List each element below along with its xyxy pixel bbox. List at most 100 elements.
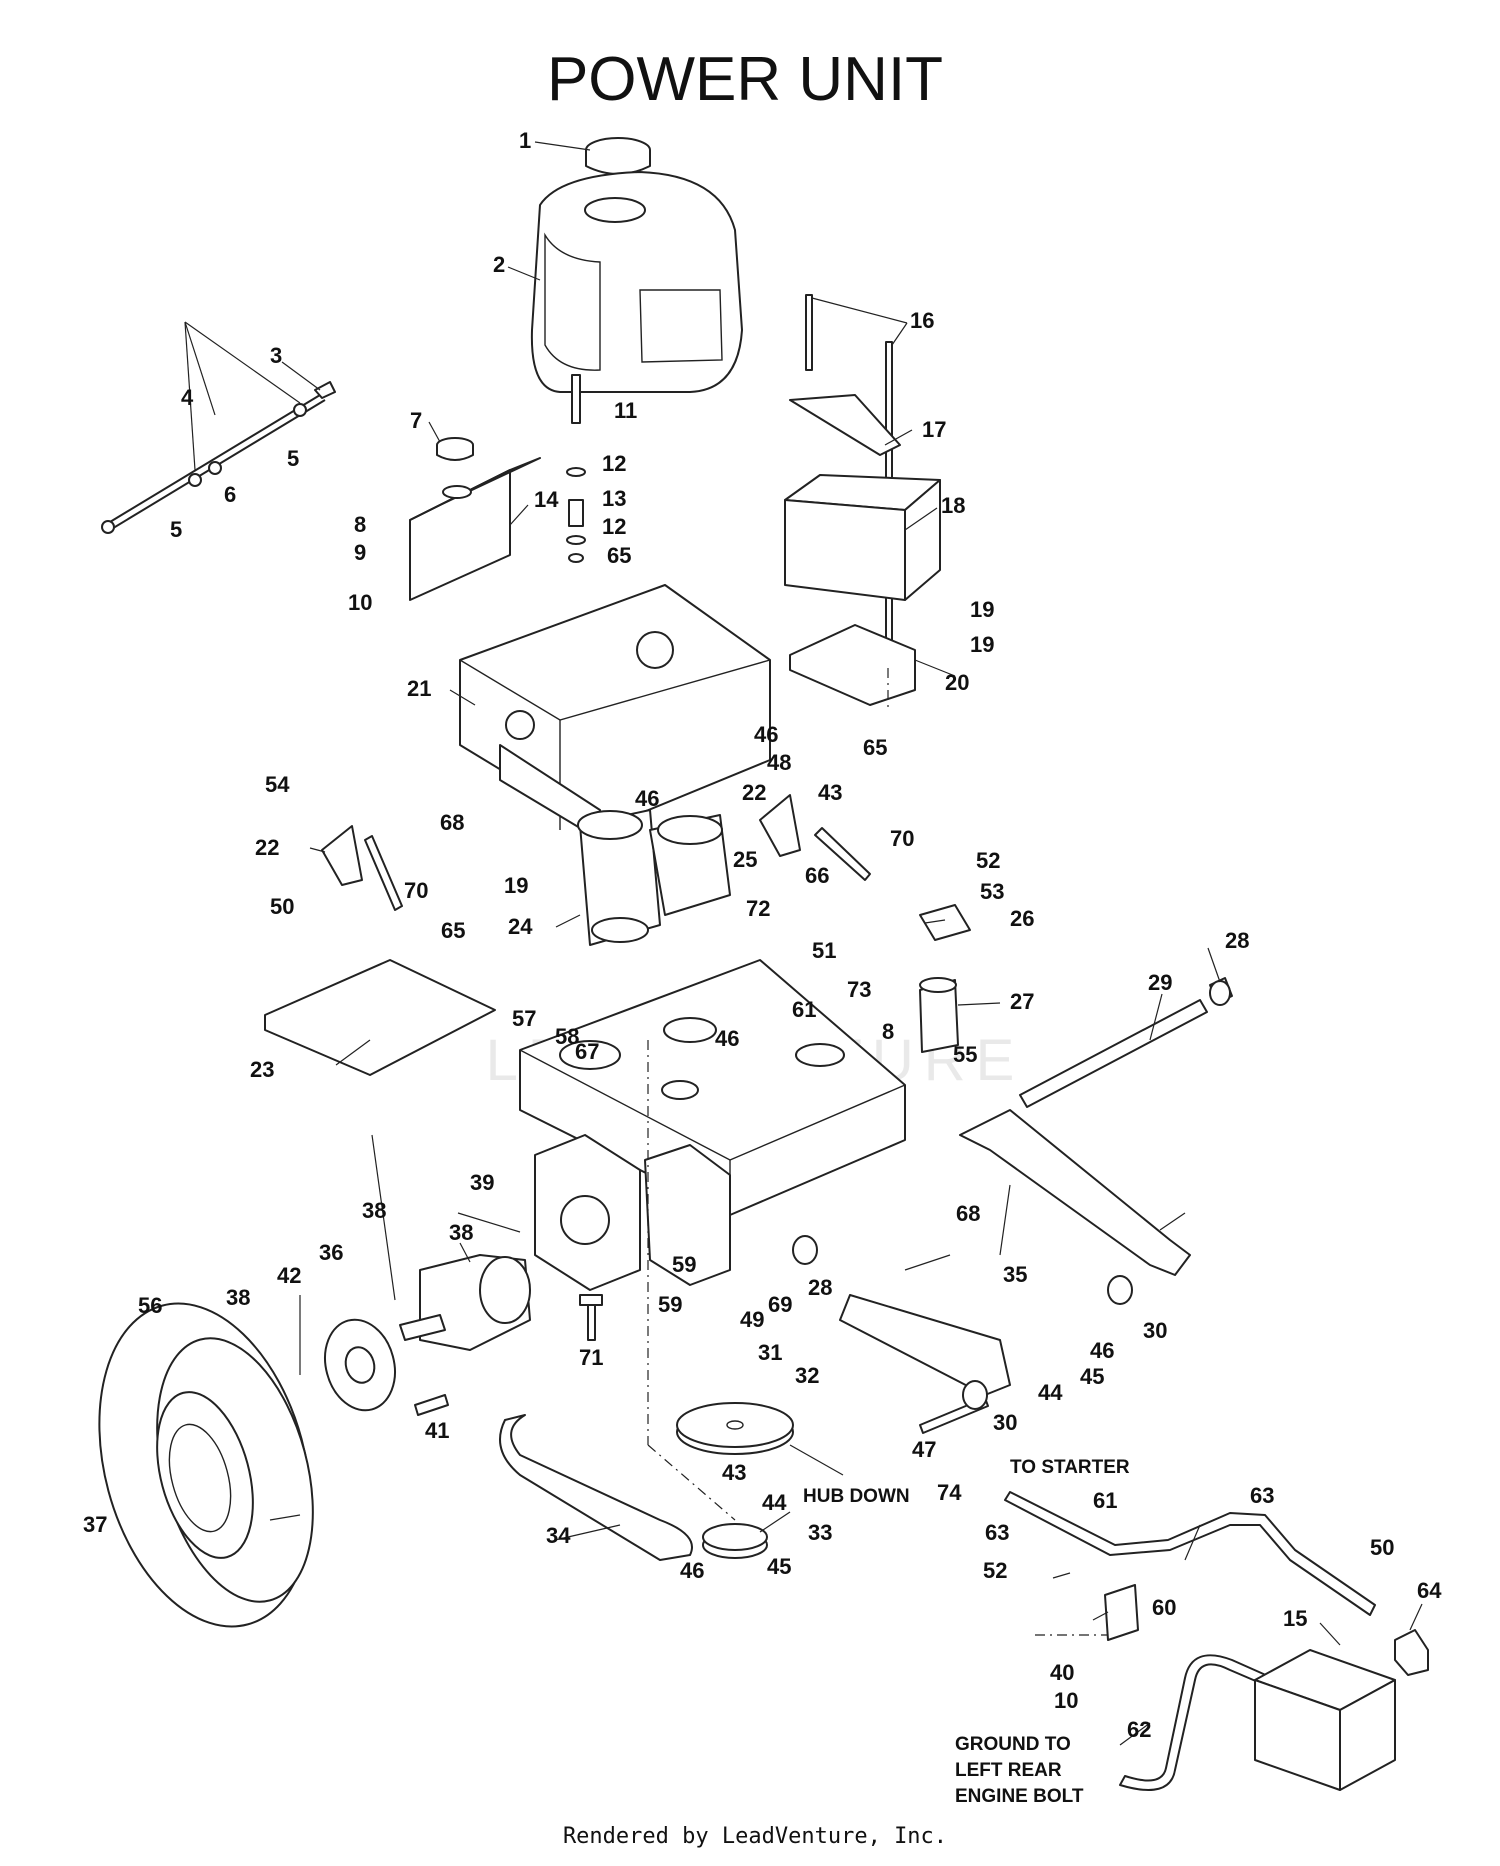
- callout-12b[interactable]: 12: [602, 514, 626, 539]
- callout-8a[interactable]: 8: [354, 512, 366, 537]
- callout-28a[interactable]: 28: [1225, 928, 1249, 953]
- callout-44b[interactable]: 44: [762, 1490, 787, 1515]
- callout-54[interactable]: 54: [265, 772, 290, 797]
- callout-1[interactable]: 1: [519, 128, 531, 153]
- callout-70a[interactable]: 70: [890, 826, 914, 851]
- drive-belt-part[interactable]: [499, 1414, 693, 1561]
- callout-16[interactable]: 16: [910, 308, 934, 333]
- callout-25[interactable]: 25: [733, 847, 757, 872]
- pivot-arm-part[interactable]: [839, 1109, 1191, 1396]
- bushing-top-part[interactable]: [1209, 980, 1231, 1006]
- callout-46e[interactable]: 46: [680, 1558, 704, 1583]
- callout-52a[interactable]: 52: [976, 848, 1000, 873]
- callout-48[interactable]: 48: [767, 750, 791, 775]
- callout-44a[interactable]: 44: [1038, 1380, 1063, 1405]
- callout-52b[interactable]: 52: [983, 1558, 1007, 1583]
- idler-pulley-part[interactable]: [702, 1523, 768, 1559]
- fuel-cap-part[interactable]: [585, 137, 651, 175]
- callout-38a[interactable]: 38: [362, 1198, 386, 1223]
- callout-7[interactable]: 7: [410, 408, 422, 433]
- callout-30b[interactable]: 30: [993, 1410, 1017, 1435]
- callout-65a[interactable]: 65: [607, 543, 631, 568]
- callout-63b[interactable]: 63: [1250, 1483, 1274, 1508]
- hydrostatic-pump-right[interactable]: [649, 814, 731, 916]
- pump-bracket-right-part[interactable]: [759, 794, 801, 857]
- callout-61a[interactable]: 61: [792, 997, 816, 1022]
- lower-frame-part[interactable]: [519, 959, 906, 1216]
- return-spring-right-part[interactable]: [814, 827, 871, 881]
- callout-33[interactable]: 33: [808, 1520, 832, 1545]
- callout-46c[interactable]: 46: [715, 1026, 739, 1051]
- callout-69[interactable]: 69: [768, 1292, 792, 1317]
- callout-23[interactable]: 23: [250, 1057, 274, 1082]
- bushing-right-part[interactable]: [1107, 1275, 1133, 1305]
- callout-30a[interactable]: 30: [1143, 1318, 1167, 1343]
- callout-71[interactable]: 71: [579, 1345, 603, 1370]
- callout-10b[interactable]: 10: [1054, 1688, 1078, 1713]
- callout-29[interactable]: 29: [1148, 970, 1172, 995]
- callout-63a[interactable]: 63: [985, 1520, 1009, 1545]
- callout-68a[interactable]: 68: [440, 810, 464, 835]
- callout-21[interactable]: 21: [407, 676, 431, 701]
- callout-61b[interactable]: 61: [1093, 1488, 1117, 1513]
- reservoir-cap-part[interactable]: [436, 437, 474, 461]
- callout-50a[interactable]: 50: [270, 894, 294, 919]
- callout-72[interactable]: 72: [746, 896, 770, 921]
- callout-46d[interactable]: 46: [1090, 1338, 1114, 1363]
- callout-19c[interactable]: 19: [504, 873, 528, 898]
- callout-11[interactable]: 11: [614, 398, 637, 423]
- callout-46a[interactable]: 46: [754, 722, 778, 747]
- callout-45b[interactable]: 45: [767, 1554, 791, 1579]
- callout-5b[interactable]: 5: [170, 517, 182, 542]
- callout-18[interactable]: 18: [941, 493, 965, 518]
- bushing-mid-part[interactable]: [792, 1235, 818, 1265]
- callout-53[interactable]: 53: [980, 879, 1004, 904]
- callout-15[interactable]: 15: [1283, 1606, 1307, 1631]
- pivot-tube-part[interactable]: [1019, 977, 1233, 1108]
- upper-frame-part[interactable]: [459, 584, 771, 841]
- callout-49[interactable]: 49: [740, 1307, 764, 1332]
- callout-65b[interactable]: 65: [863, 735, 887, 760]
- callout-58[interactable]: 58: [555, 1024, 579, 1049]
- callout-19a[interactable]: 19: [970, 597, 994, 622]
- callout-40[interactable]: 40: [1050, 1660, 1074, 1685]
- callout-38b[interactable]: 38: [449, 1220, 473, 1245]
- callout-32[interactable]: 32: [795, 1363, 819, 1388]
- bushing-low-part[interactable]: [962, 1380, 988, 1410]
- callout-38c[interactable]: 38: [226, 1285, 250, 1310]
- callout-6[interactable]: 6: [224, 482, 236, 507]
- callout-35[interactable]: 35: [1003, 1262, 1027, 1287]
- callout-62[interactable]: 62: [1127, 1717, 1151, 1742]
- callout-45a[interactable]: 45: [1080, 1364, 1104, 1389]
- callout-47[interactable]: 47: [912, 1437, 936, 1462]
- callout-42[interactable]: 42: [277, 1263, 301, 1288]
- callout-50b[interactable]: 50: [1370, 1535, 1394, 1560]
- callout-26[interactable]: 26: [1010, 906, 1034, 931]
- callout-2[interactable]: 2: [493, 252, 505, 277]
- callout-31[interactable]: 31: [758, 1340, 782, 1365]
- hub-bolt-part[interactable]: [414, 1394, 449, 1416]
- oil-filter-part[interactable]: [919, 977, 959, 1053]
- callout-22b[interactable]: 22: [255, 835, 279, 860]
- callout-19b[interactable]: 19: [970, 632, 994, 657]
- callout-56[interactable]: 56: [138, 1293, 162, 1318]
- callout-36[interactable]: 36: [319, 1240, 343, 1265]
- callout-74[interactable]: 74: [937, 1480, 962, 1505]
- motor-mount-plate-part[interactable]: [534, 1134, 731, 1291]
- callout-70b[interactable]: 70: [404, 878, 428, 903]
- callout-3[interactable]: 3: [270, 343, 282, 368]
- callout-9[interactable]: 9: [354, 540, 366, 565]
- pump-bracket-left-part[interactable]: [321, 825, 363, 886]
- callout-22a[interactable]: 22: [742, 780, 766, 805]
- callout-43b[interactable]: 43: [722, 1460, 746, 1485]
- callout-55[interactable]: 55: [953, 1042, 977, 1067]
- filter-head-part[interactable]: [919, 904, 971, 941]
- callout-27[interactable]: 27: [1010, 989, 1034, 1014]
- callout-5a[interactable]: 5: [287, 446, 299, 471]
- drive-tire-part[interactable]: [66, 1280, 345, 1651]
- battery-top-part[interactable]: [784, 474, 941, 601]
- battery-bracket-part[interactable]: [789, 624, 916, 706]
- callout-66[interactable]: 66: [805, 863, 829, 888]
- callout-4[interactable]: 4: [181, 385, 194, 410]
- callout-43a[interactable]: 43: [818, 780, 842, 805]
